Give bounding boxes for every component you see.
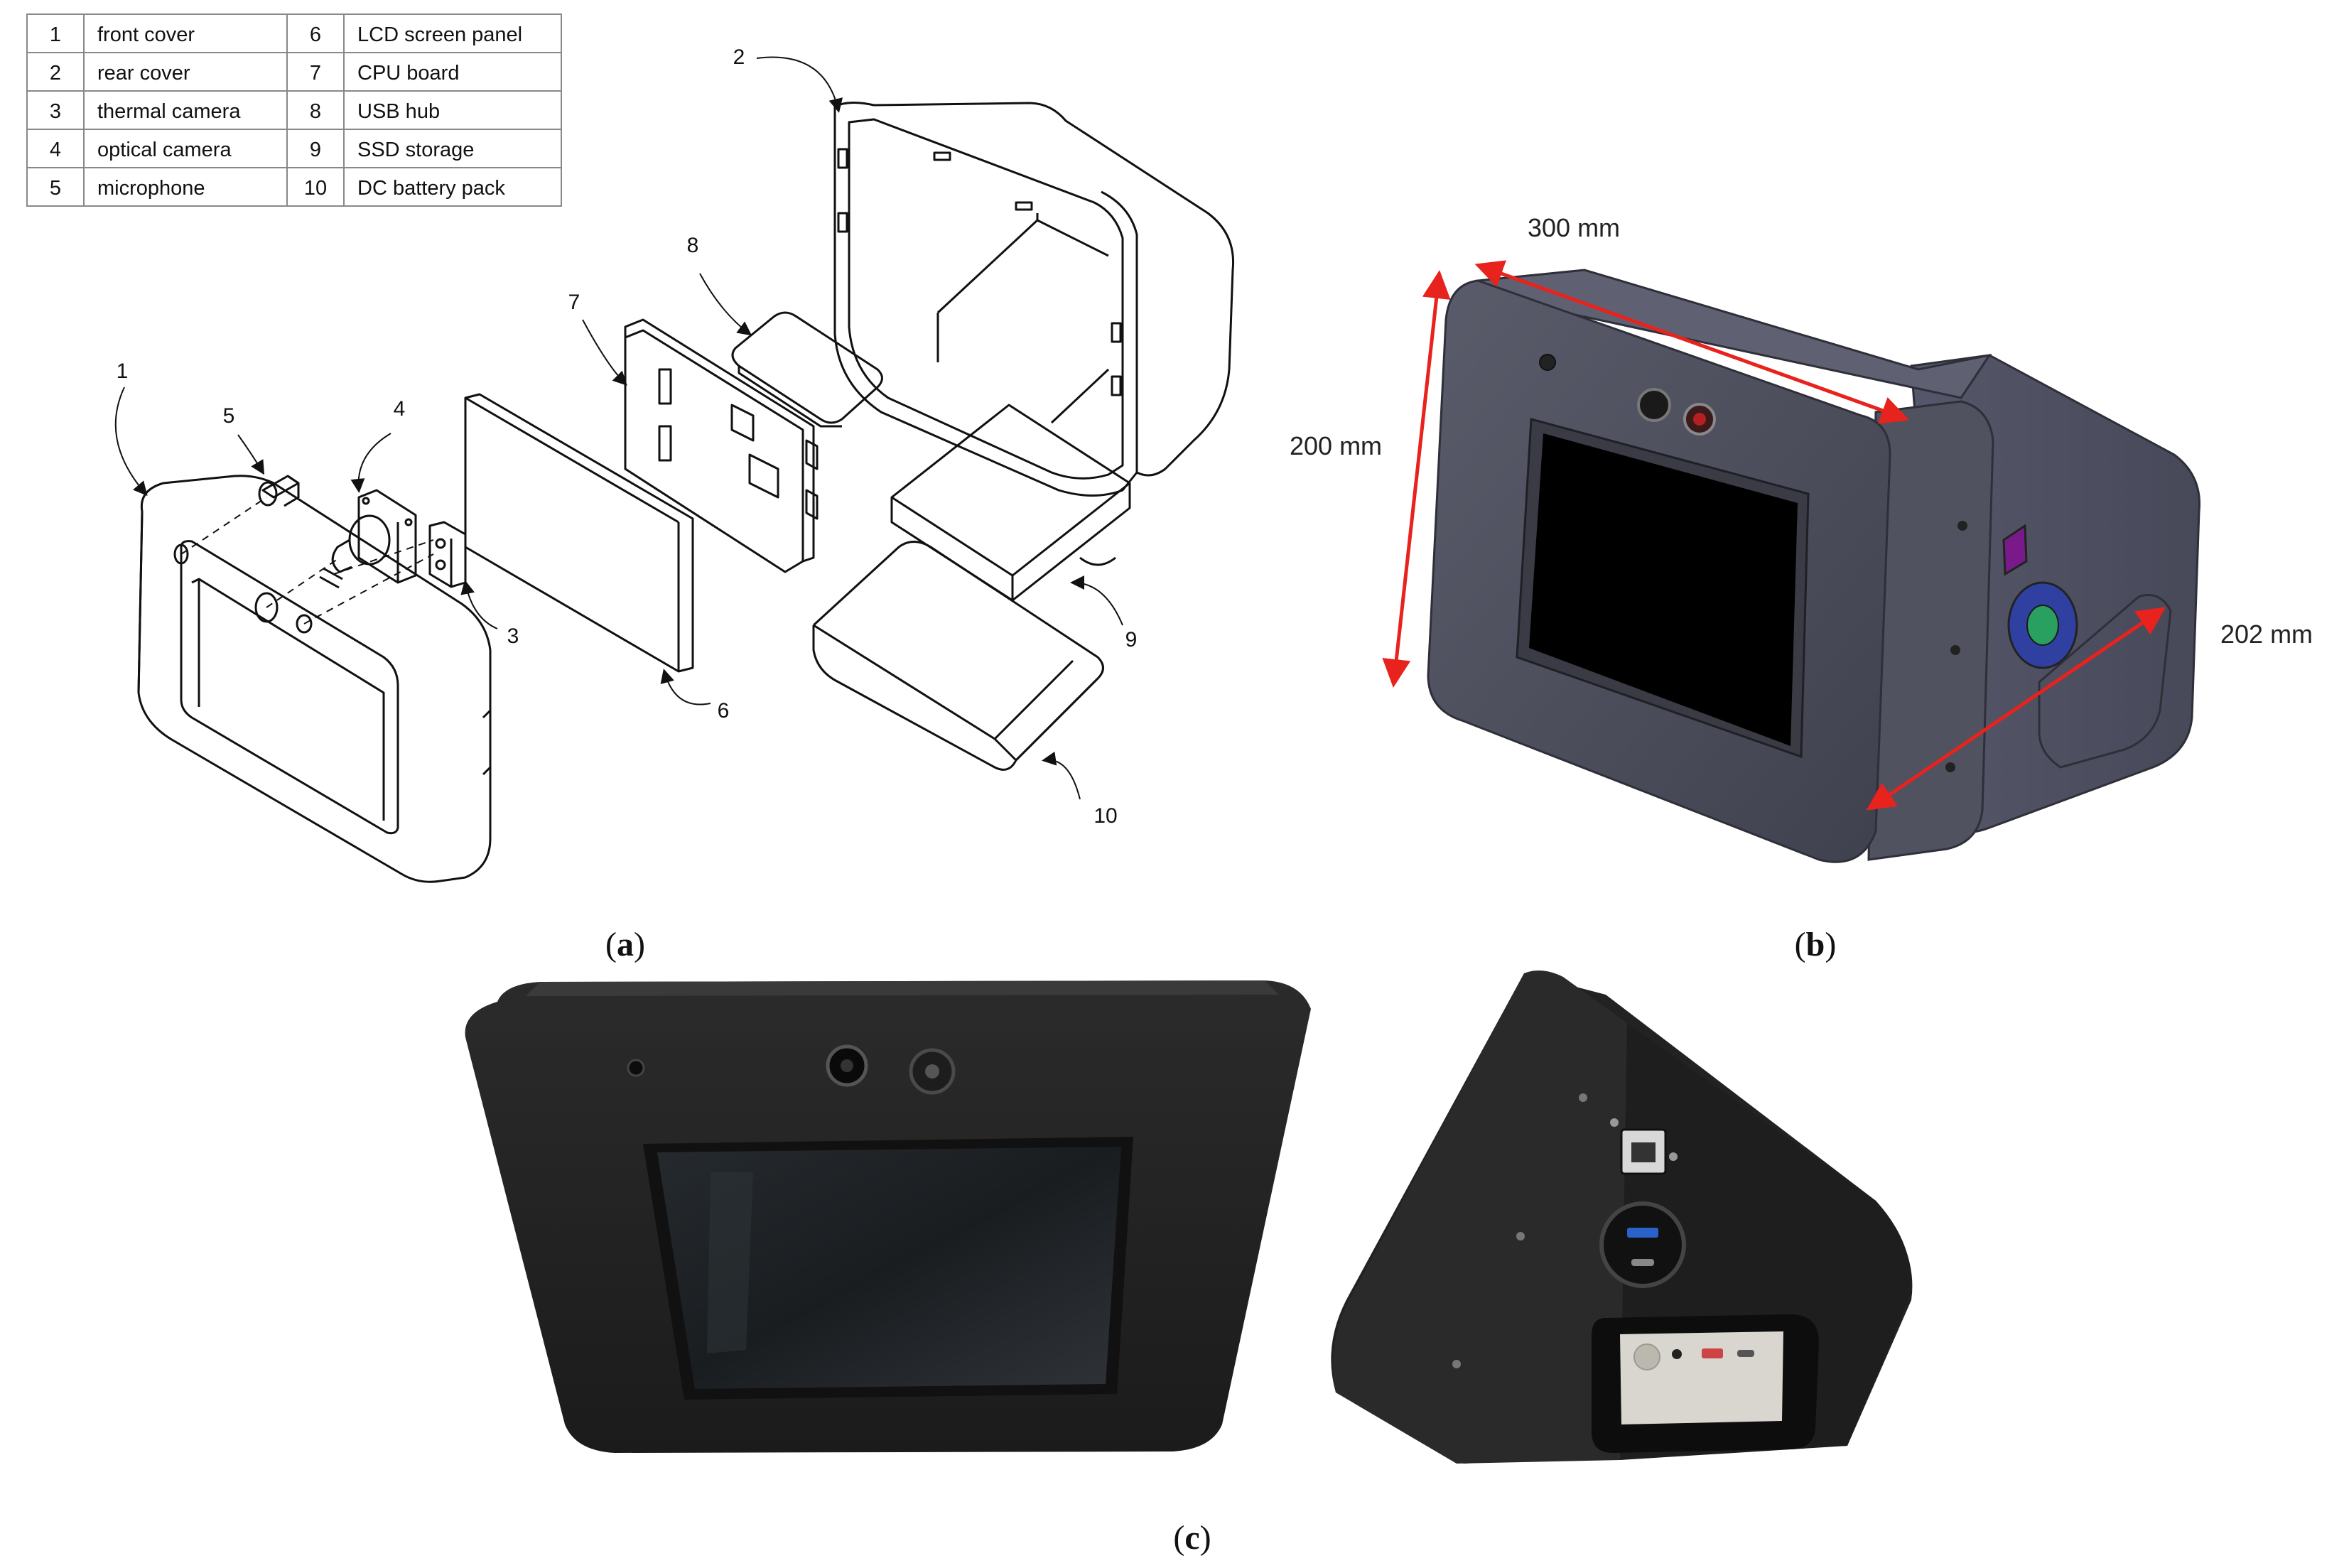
render-optical-camera <box>1637 388 1671 422</box>
photo-side-screw <box>1610 1118 1619 1127</box>
front-cover-drawing <box>137 475 492 883</box>
rear-cover-drawing <box>833 102 1235 497</box>
callout-1: 1 <box>117 359 129 383</box>
cpu-board-drawing <box>624 318 819 573</box>
table-row2-left-name: rear cover <box>97 62 190 85</box>
callout-9: 9 <box>1125 628 1138 651</box>
exploded-view <box>114 56 1235 883</box>
table-row2-right-name: CPU board <box>357 62 459 85</box>
photo-front-screen <box>657 1147 1121 1389</box>
table-row3-left-name: thermal camera <box>97 100 241 123</box>
width-dimension-label: 300 mm <box>1528 213 1620 242</box>
panel-label-c: (c) <box>1173 1519 1211 1557</box>
table-row1-left-no: 1 <box>50 23 61 46</box>
callout-5: 5 <box>223 404 235 428</box>
ssd-storage-drawing <box>890 404 1131 602</box>
photo-side-front-frame <box>1333 970 1627 1464</box>
battery-pack-drawing <box>812 541 1104 771</box>
width-dimension-arrow <box>1474 260 1910 424</box>
photo-front-thermal-lens <box>925 1064 939 1078</box>
photo-side-screw <box>1516 1232 1525 1240</box>
table-row1-left-name: front cover <box>97 23 195 46</box>
optical-camera-drawing <box>331 489 417 584</box>
table-row2-right-no: 7 <box>310 62 321 85</box>
render-mic-hole <box>1539 354 1556 371</box>
parts-table: 1 front cover 6 LCD screen panel 2 rear … <box>26 13 562 207</box>
photo-side-battery-button <box>1633 1343 1660 1370</box>
table-row4-right-name: SSD storage <box>357 139 474 161</box>
photo-side <box>1331 970 1913 1464</box>
photo-front <box>465 980 1312 1453</box>
thermal-camera-drawing <box>428 521 467 588</box>
height-dimension-label: 200 mm <box>1290 431 1382 460</box>
callout-numbers: 1 2 3 4 5 6 7 8 9 10 <box>117 45 1138 828</box>
depth-dimension-label: 202 mm <box>2220 620 2313 649</box>
photo-side-ethernet-socket <box>1631 1142 1656 1162</box>
render-screw <box>1957 521 1967 531</box>
table-row2-left-no: 2 <box>50 62 61 85</box>
photo-side-screw <box>1669 1152 1678 1161</box>
depth-dimension-arrow <box>1866 607 2166 811</box>
photo-side-screw <box>1579 1093 1587 1102</box>
table-row4-left-name: optical camera <box>97 139 232 161</box>
photo-front-optical-lens <box>841 1059 853 1072</box>
photo-front-top-edge <box>526 980 1279 996</box>
render-screw <box>1945 762 1955 772</box>
callout-10: 10 <box>1093 804 1117 828</box>
render-thermal-lens <box>1693 413 1706 426</box>
photo-side-battery-led <box>1672 1349 1682 1359</box>
render-view: 300 mm 200 mm 202 mm <box>1290 213 2313 863</box>
callout-6: 6 <box>718 699 730 723</box>
callout-4: 4 <box>394 397 406 421</box>
photo-side-battery-usb-port <box>1702 1348 1723 1358</box>
photo-front-reflection <box>707 1172 753 1353</box>
table-row4-right-no: 9 <box>310 139 321 161</box>
table-row3-right-name: USB hub <box>357 100 440 123</box>
photo-side-usb-c-port <box>1631 1259 1654 1266</box>
table-row5-left-no: 5 <box>50 177 61 200</box>
render-screen <box>1529 433 1798 746</box>
callout-2: 2 <box>733 45 745 69</box>
table-row3-right-no: 8 <box>310 100 321 123</box>
usb-hub-drawing <box>731 311 883 428</box>
photo-side-screw <box>1452 1360 1461 1368</box>
table-row5-left-name: microphone <box>97 177 205 200</box>
callout-3: 3 <box>507 625 519 648</box>
table-row3-left-no: 3 <box>50 100 61 123</box>
height-dimension-arrow <box>1382 270 1451 688</box>
photo-front-mic-hole <box>627 1059 645 1077</box>
render-screw <box>1950 645 1960 655</box>
render-usb-inner <box>2026 605 2059 646</box>
table-row4-left-no: 4 <box>50 139 61 161</box>
photo-side-battery-usbc-port <box>1737 1350 1754 1357</box>
table-row1-right-name: LCD screen panel <box>357 23 522 46</box>
assembly-lines <box>180 497 434 625</box>
microphone-drawing <box>258 475 300 507</box>
callout-7: 7 <box>568 291 580 314</box>
callout-leaders <box>114 56 1123 800</box>
photo-side-usb-a-port <box>1627 1228 1658 1238</box>
photo-side-usb-hub <box>1599 1201 1686 1288</box>
render-ethernet-port <box>2002 524 2028 576</box>
table-row5-right-no: 10 <box>304 177 327 200</box>
table-row1-right-no: 6 <box>310 23 321 46</box>
callout-8: 8 <box>687 234 699 257</box>
panel-label-b: (b) <box>1795 926 1837 963</box>
panel-label-a: (a) <box>605 926 645 963</box>
table-row5-right-name: DC battery pack <box>357 177 505 200</box>
